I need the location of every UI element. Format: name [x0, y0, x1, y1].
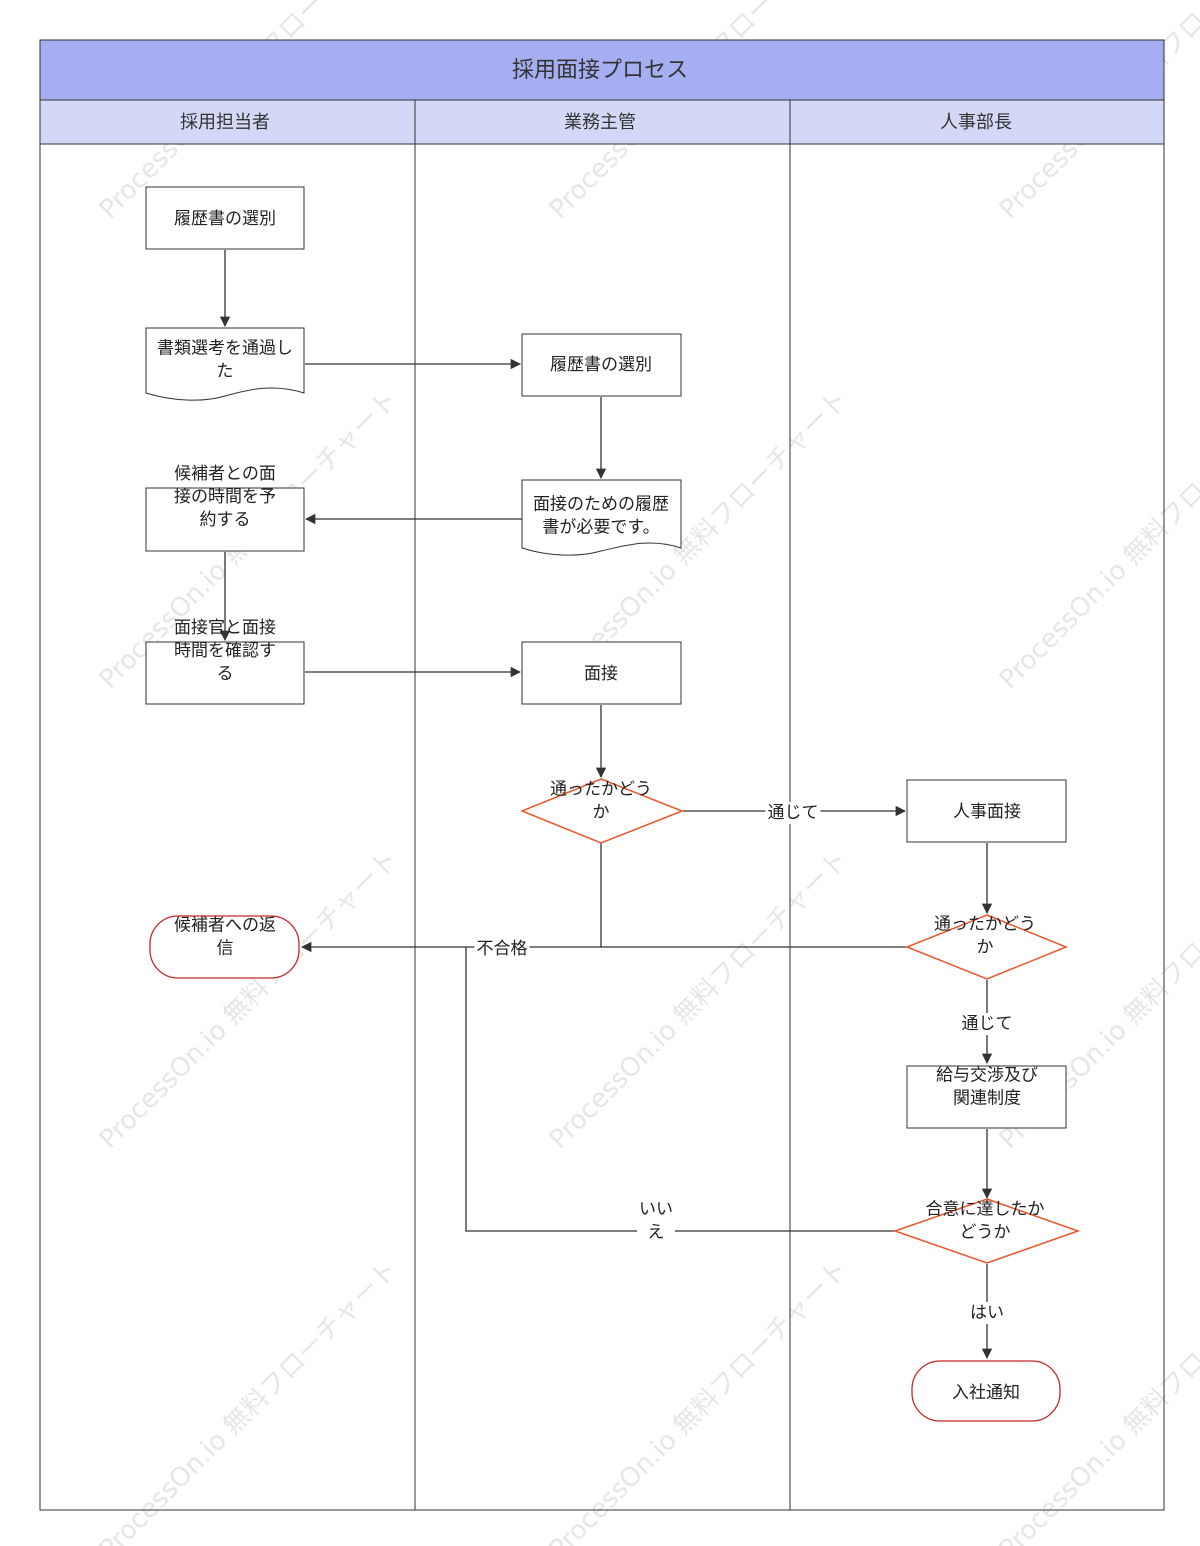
node-document-passed[interactable] [145, 327, 305, 401]
edge-label-no: いいえ [639, 1200, 673, 1243]
watermark-text: ProcessOn.io 無料フローチャート [94, 1255, 404, 1546]
node-label-offer: 入社通知 [952, 1383, 1020, 1403]
lane-header-director [789, 99, 1165, 145]
title-bar [39, 39, 1165, 101]
watermark-text: ProcessOn.io 無料フローチャート [544, 845, 854, 1155]
node-interview[interactable] [521, 641, 682, 705]
diagram-title: 採用面接プロセス [512, 58, 688, 83]
lane-header-hr [39, 99, 416, 145]
watermark-text: ProcessOn.io 無料フローチャート [94, 845, 404, 1155]
lane-body [39, 143, 1165, 1511]
watermark-text: ProcessOn.io 無料フローチャート [994, 385, 1200, 695]
node-label-decision3: 合意に達したかどうか [926, 1200, 1045, 1243]
edge-label-background [968, 1302, 1006, 1324]
terminal-reply-to-candidate[interactable] [149, 915, 300, 979]
node-label-reply: 候補者への返信 [174, 916, 276, 959]
node-label-decision1: 通ったかどうか [550, 780, 652, 823]
lane-label-business: 業務主管 [564, 112, 636, 133]
edge-label-background [474, 938, 530, 960]
swimlane-frame: 採用面接プロセス 採用担当者 業務主管 人事部長 [39, 39, 1165, 1511]
node-hr-resume-screening[interactable] [145, 186, 305, 250]
terminal-offer-notice[interactable] [911, 1360, 1061, 1422]
node-biz-resume-screening[interactable] [521, 333, 682, 397]
labels: 履歴書の選別 書類選考を通過した 履歴書の選別 面接のための履歴書が必要です。 … [157, 209, 1045, 1403]
node-confirm-interviewer[interactable] [145, 641, 305, 705]
watermark-text: ProcessOn.io 無料フローチャート [544, 1255, 854, 1546]
node-schedule-interview[interactable] [145, 487, 305, 552]
node-label-confirm-interviewer: 面接官と面接時間を確認する [174, 618, 276, 684]
node-salary-negotiation[interactable] [906, 1065, 1067, 1129]
edge-label-yes: はい [970, 1303, 1004, 1323]
lane-label-director: 人事部長 [940, 112, 1012, 133]
nodes [145, 186, 1081, 1422]
edge-label-pass1: 通じて [768, 803, 819, 823]
node-label-hr-screening: 履歴書の選別 [174, 209, 276, 229]
node-label-biz-screening: 履歴書の選別 [550, 355, 652, 375]
edge-label-pass2: 通じて [962, 1014, 1013, 1034]
node-hr-interview[interactable] [906, 779, 1067, 843]
node-label-decision2: 通ったかどうか [934, 915, 1036, 958]
edge-label-background [637, 1198, 675, 1244]
decision-agreement-reached[interactable] [892, 1198, 1081, 1264]
decision-passed-interview[interactable] [520, 778, 685, 844]
node-label-salary: 給与交渉及び関連制度 [936, 1066, 1038, 1109]
node-label-interview: 面接 [584, 664, 618, 684]
edge-label-background [959, 1013, 1015, 1035]
lane-header-business [414, 99, 791, 145]
node-label-resume-needed: 面接のための履歴書が必要です。 [533, 495, 669, 538]
node-label-schedule-interview: 候補者との面接の時間を予約する [174, 464, 276, 530]
decision-passed-hr-interview[interactable] [904, 914, 1068, 980]
edge-label-fail: 不合格 [477, 939, 528, 959]
edge-label-background [765, 802, 821, 824]
lane-label-hr: 採用担当者 [180, 112, 270, 133]
edge-decision3-no [465, 947, 895, 1232]
node-label-document-passed: 書類選考を通過した [157, 339, 293, 382]
node-label-hr-interview: 人事面接 [953, 802, 1021, 822]
node-resume-needed-document[interactable] [521, 479, 682, 556]
